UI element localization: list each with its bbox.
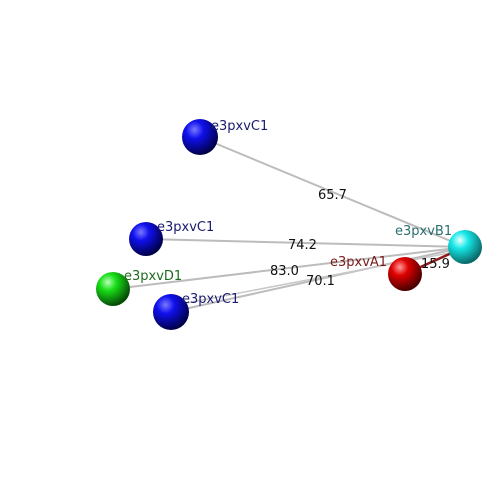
distance-label-c1b-b1: 74.2: [288, 238, 317, 253]
atom-c1b[interactable]: [129, 222, 163, 256]
distance-label-d1-b1: 83.0: [270, 264, 299, 279]
atom-label-c1b: e3pxvC1: [157, 220, 214, 235]
atom-label-c1c: e3pxvC1: [182, 292, 239, 307]
bond-c1c-b1: [170, 246, 466, 313]
atom-c1c[interactable]: [153, 294, 189, 330]
atom-a1[interactable]: [388, 257, 422, 291]
distance-label-c1a-b1: 65.7: [318, 188, 347, 203]
atom-b1[interactable]: [448, 230, 482, 264]
atom-label-c1a: e3pxvC1: [211, 119, 268, 134]
bond-d1-b1: [112, 246, 466, 290]
distance-label-a1-b1: 15.9: [421, 257, 450, 272]
atom-d1[interactable]: [96, 272, 130, 306]
atom-labels: e3pxvC1 e3pxvC1 e3pxvC1 e3pxvD1 e3pxvA1 …: [124, 119, 452, 307]
bond-c1c-b1-b: [170, 249, 466, 307]
distance-labels: 65.7 74.2 83.0 70.1 15.9: [270, 188, 450, 289]
bond-c1a-b1: [199, 136, 466, 248]
bond-c1b-b1: [145, 238, 466, 248]
atom-label-d1: e3pxvD1: [124, 269, 182, 284]
distance-label-c1c-b1: 70.1: [306, 274, 335, 289]
atom-c1a[interactable]: [182, 119, 218, 155]
atom-label-a1: e3pxvA1: [330, 255, 387, 270]
atoms: [96, 119, 482, 330]
atom-label-b1: e3pxvB1: [395, 224, 452, 239]
